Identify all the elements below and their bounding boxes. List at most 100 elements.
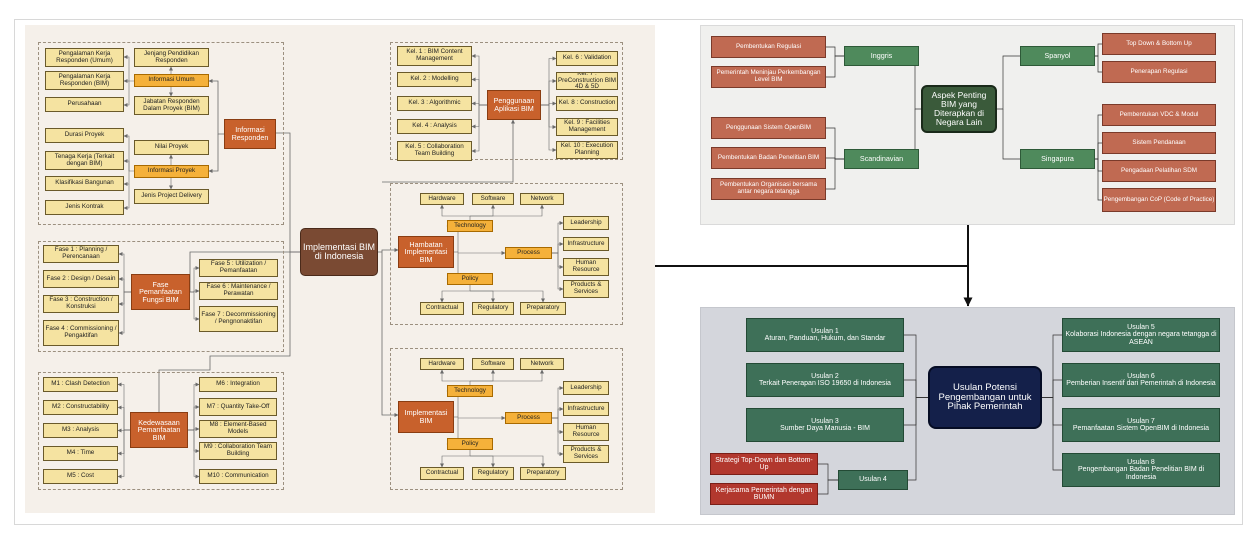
implementasi-infrastructure: Infrastructure	[563, 402, 609, 416]
group-penggunaan-aplikasi	[390, 42, 623, 160]
hambatan-leadership: Leadership	[563, 216, 609, 230]
implementasi-hub: Implementasi BIM	[398, 401, 454, 433]
fase-1: Fase 1 : Planning / Perencanaan	[43, 245, 119, 263]
hambatan-regulatory: Regulatory	[472, 302, 514, 315]
tenaga-kerja: Tenaga Kerja (Terkait dengan BIM)	[45, 151, 124, 170]
connector-14	[123, 81, 130, 107]
implementasi-software: Software	[472, 358, 514, 370]
connector-73	[470, 455, 545, 468]
usulan-3-text: Sumber Daya Manusia - BIM	[780, 425, 870, 432]
hambatan-human-resource: Human Resource	[563, 258, 609, 276]
hambatan-infrastructure: Infrastructure	[563, 237, 609, 251]
usulan-4: Usulan 4	[838, 470, 908, 490]
durasi-proyek: Durasi Proyek	[45, 128, 124, 143]
klasifikasi-bangunan: Klasifikasi Bangunan	[45, 176, 124, 191]
hambatan-preparatory: Preparatory	[520, 302, 566, 315]
singapura-box: Singapura	[1020, 149, 1095, 169]
connector-12	[123, 55, 134, 82]
implementasi-hardware: Hardware	[420, 358, 464, 370]
connector-22	[118, 291, 131, 335]
group-kedewasaan	[38, 372, 284, 490]
group-hambatan	[390, 183, 623, 325]
kel-3: Kel. 3 : Algorithmic	[397, 96, 472, 111]
pengalaman-kerja-umum: Pengalaman Kerja Responden (Umum)	[45, 48, 124, 67]
m1-clash-detection: M1 : Clash Detection	[43, 377, 118, 392]
usulan-8-title: Usulan 8	[1127, 458, 1155, 466]
group-implementasi	[390, 348, 623, 490]
connector-95	[904, 379, 928, 398]
usulan-4-title: Usulan 4	[859, 476, 887, 484]
kedewasaan-hub: Kedewasaan Pemanfaatan BIM	[130, 412, 188, 448]
fase-2: Fase 2 : Design / Desain	[43, 270, 119, 288]
connector-90	[1095, 114, 1102, 160]
fase-pemanfaatan-hub: Fase Pemanfaatan Fungsi BIM	[131, 274, 190, 310]
implementasi-products-services: Products & Services	[563, 445, 609, 463]
penerapan-regulasi: Penerapan Regulasi	[1102, 61, 1216, 83]
fase-6: Fase 6 : Maintenance / Perawatan	[199, 282, 278, 300]
connector-103	[818, 479, 838, 495]
connector-51	[440, 204, 470, 217]
implementasi-regulatory: Regulatory	[472, 467, 514, 480]
m7-quantity-take-off: M7 : Quantity Take-Off	[199, 398, 277, 416]
m2-constructability: M2 : Constructability	[43, 400, 118, 415]
pengembangan-cop: Pengembangan CoP (Code of Practice)	[1102, 188, 1216, 212]
kel-5: Kel. 5 : Collaboration Team Building	[397, 141, 472, 161]
informasi-umum-box: Informasi Umum	[134, 74, 209, 87]
scandinavian-box: Scandinavian	[844, 149, 919, 169]
usulan-1-text: Aturan, Panduan, Hukum, dan Standar	[764, 335, 886, 342]
connector-98	[1042, 334, 1062, 398]
inggris-box: Inggris	[844, 46, 919, 66]
implementasi-network: Network	[520, 358, 564, 370]
connector-45	[541, 104, 557, 152]
penggunaan-openbim: Penggunaan Sistem OpenBIM	[711, 117, 826, 139]
penggunaan-aplikasi-hub: Penggunaan Aplikasi BIM	[487, 90, 541, 120]
usulan-5-title: Usulan 5	[1127, 323, 1155, 331]
pembentukan-vdc: Pembentukan VDC & Modul	[1102, 104, 1216, 126]
m10-communication: M10 : Communication	[199, 469, 277, 484]
usulan-2-title: Usulan 2	[811, 372, 839, 380]
kel-2: Kel. 2 : Modelling	[397, 72, 472, 87]
strategi-top-down: Strategi Top-Down dan Bottom-Up	[710, 453, 818, 475]
connector-40	[471, 104, 487, 153]
implementasi-technology: Technology	[447, 385, 493, 397]
m3-analysis: M3 : Analysis	[43, 423, 118, 438]
top-down-bottom-up: Top Down & Bottom Up	[1102, 33, 1216, 55]
m8-element-based: M8 : Element-Based Models	[199, 420, 277, 438]
center-implementasi-bim: Implementasi BIM di Indonesia	[300, 228, 378, 276]
connector-25	[190, 291, 200, 321]
implementasi-contractual: Contractual	[420, 467, 464, 480]
usulan-3-title: Usulan 3	[811, 417, 839, 425]
implementasi-leadership: Leadership	[563, 381, 609, 395]
implementasi-policy: Policy	[447, 438, 493, 450]
connector-6	[208, 79, 224, 135]
connector-18	[123, 184, 130, 210]
jenjang-pendidikan: Jenjang Pendidikan Responden	[134, 48, 209, 67]
implementasi-preparatory: Preparatory	[520, 467, 566, 480]
usulan-1-title: Usulan 1	[811, 327, 839, 335]
connector-4	[381, 248, 399, 252]
kel-10: Kel. 10 : Execution Planning	[556, 141, 618, 159]
spanyol-box: Spanyol	[1020, 46, 1095, 66]
connector-69	[470, 369, 544, 382]
hambatan-policy: Policy	[447, 273, 493, 285]
connector-81	[997, 55, 1020, 110]
badan-penelitian: Pembentukan Badan Penelitian BIM	[711, 147, 826, 169]
hambatan-hub: Hambatan Implementasi BIM	[398, 236, 454, 268]
connector-99	[1042, 379, 1062, 398]
kel-9: Kel. 9 : Facilities Management	[556, 118, 618, 136]
aspek-penting-center: Aspek Penting BIM yang Diterapkan di Neg…	[921, 85, 997, 133]
connector-15	[123, 134, 134, 172]
hambatan-software: Software	[472, 193, 514, 205]
implementasi-process: Process	[505, 412, 552, 424]
jabatan-responden: Jabatan Responden Dalam Proyek (BIM)	[134, 96, 209, 115]
hambatan-process: Process	[505, 247, 552, 259]
m6-integration: M6 : Integration	[199, 377, 277, 392]
hambatan-contractual: Contractual	[420, 302, 464, 315]
hambatan-hardware: Hardware	[420, 193, 464, 205]
pelatihan-sdm: Pengadaan Pelatihan SDM	[1102, 160, 1216, 182]
